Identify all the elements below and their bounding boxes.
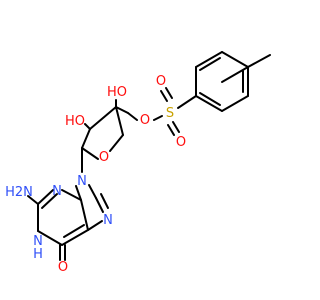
bond	[37, 230, 63, 246]
bond	[247, 54, 271, 68]
atom-labels: O S O O O HO HO H2N N N N N H O	[5, 74, 186, 275]
bond	[27, 195, 39, 205]
bond	[221, 51, 249, 68]
bond	[80, 199, 89, 231]
amine-group: H2N	[5, 185, 33, 200]
bond	[199, 92, 221, 106]
bond	[115, 106, 124, 136]
hydroxyl-lower: HO	[65, 114, 85, 129]
bond	[172, 121, 180, 133]
nitrogen-n7: N	[103, 213, 113, 228]
bond	[195, 95, 223, 112]
nitrogen-n3: N	[52, 184, 62, 199]
bond	[75, 185, 82, 201]
bond	[160, 90, 168, 102]
tol-oxygen-bottom: O	[176, 135, 186, 150]
nitrogen-n9: N	[77, 174, 87, 189]
bond	[63, 224, 85, 238]
bond	[115, 106, 129, 114]
bond	[89, 106, 117, 130]
ring-oxygen: O	[99, 150, 109, 165]
bond-lines	[27, 51, 271, 261]
n1-hydrogen: H	[33, 247, 43, 262]
guanosine-tosylate-structure: O S O O O HO HO H2N N N N N H O	[5, 51, 271, 275]
bond	[195, 51, 223, 68]
bond	[165, 87, 173, 99]
bond	[61, 229, 89, 246]
bond	[84, 123, 91, 130]
bond	[100, 193, 109, 209]
bond	[81, 147, 99, 160]
bond	[81, 128, 91, 149]
bond	[88, 184, 97, 199]
bond	[87, 220, 103, 231]
bond	[153, 115, 163, 121]
carbonyl-oxygen: O	[58, 260, 68, 275]
bond	[95, 197, 104, 213]
bond	[61, 189, 82, 201]
bond	[109, 134, 124, 152]
hydroxyl-upper: HO	[107, 85, 127, 100]
bond	[167, 124, 175, 136]
bond	[127, 112, 138, 121]
bond	[221, 66, 249, 83]
bond	[37, 189, 54, 205]
bond	[41, 193, 58, 209]
bond	[221, 95, 249, 112]
tol-oxygen-top: O	[156, 74, 166, 89]
ester-oxygen: O	[140, 113, 150, 128]
bond	[199, 57, 221, 71]
nitrogen-n1: N	[33, 234, 43, 249]
bond	[177, 95, 197, 109]
sulfur-atom: S	[166, 106, 174, 121]
